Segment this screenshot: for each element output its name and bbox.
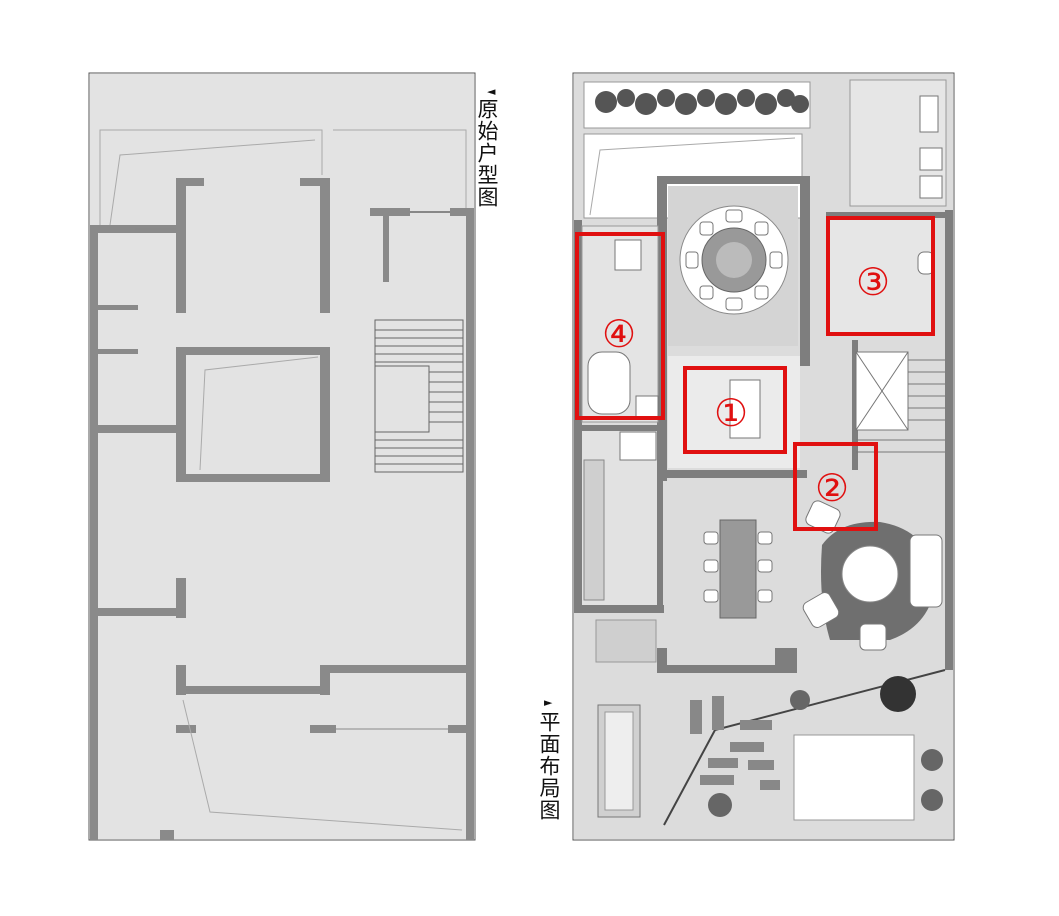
outer-wall-right [466, 208, 474, 670]
wall-mid-room-bottom [176, 474, 330, 482]
terrace-diagonal [589, 137, 796, 216]
wall-top-room-right [300, 178, 330, 186]
bedroom-four-tub [587, 351, 631, 415]
original-floor-plan [88, 72, 476, 841]
wall-lower-left [98, 608, 186, 616]
bedroom-four-shower [635, 395, 659, 419]
original-staircase [374, 319, 464, 473]
wall-column-4 [176, 578, 186, 618]
garden-shrub-3 [921, 789, 943, 811]
top-right-sink [919, 147, 943, 171]
wall-pipe [383, 216, 389, 282]
wall-stub-2 [450, 208, 468, 216]
garden-lounge [793, 734, 915, 821]
wall-mid-room-right [320, 347, 330, 482]
wall-mid-room-top [176, 347, 330, 355]
layout-wall-kitchen-top [582, 425, 662, 431]
wall-bottom-stub-1 [176, 725, 196, 733]
highlight-box-4 [575, 232, 665, 420]
layout-floor-plan [572, 72, 955, 841]
garden-shrub-1 [708, 793, 732, 817]
top-terrace-outline [99, 129, 323, 225]
kitchen-fridge [619, 431, 657, 461]
top-right-box [919, 175, 943, 199]
layout-wall-mid-bottom [657, 470, 807, 478]
tea-table [729, 379, 761, 439]
callout-number-3: ③ [856, 260, 891, 304]
callout-number-2: ② [815, 466, 850, 510]
layout-wall-bottom-col [657, 648, 667, 673]
layout-wall-bottom-col-2 [775, 648, 797, 673]
layout-wall-dining-top [657, 176, 807, 184]
layout-wall-stair-left [852, 340, 858, 470]
bottom-terrace-diagonal [182, 699, 463, 831]
layout-wall-dining-right [800, 176, 810, 356]
arrow-left-icon: ◄ [487, 85, 496, 98]
highlight-boxes [575, 216, 935, 531]
bottom-pool-inner [604, 711, 634, 811]
upper-right-outline [333, 129, 467, 210]
wall-bottom-col [320, 665, 330, 695]
layout-plan-label: 平面布局图 [537, 711, 561, 821]
garden-stepping-stones [690, 696, 780, 790]
round-dining-table [668, 186, 798, 346]
garden-shrub-2 [921, 749, 943, 771]
mid-room-diagonal [199, 356, 319, 471]
layout-wall-kitchen-bottom [574, 605, 664, 613]
bedroom-four-basin [614, 239, 642, 271]
bathroom-three-floor [830, 220, 932, 332]
wall-bottom-mini [160, 830, 174, 840]
wall-bottom-right-top [320, 665, 474, 673]
outer-wall-left [90, 225, 98, 840]
layout-staircase [855, 351, 945, 453]
wall-stub-1 [370, 208, 410, 216]
wall-column-1 [176, 178, 186, 313]
wall-left-room-3 [98, 425, 186, 433]
wall-bottom-stub-2 [310, 725, 336, 733]
layout-wall-bottom [657, 665, 797, 673]
layout-wall-right [945, 210, 953, 670]
wall-left-room-1 [98, 305, 138, 310]
bottom-paving [595, 619, 657, 663]
arrow-right-icon: ► [544, 696, 553, 709]
highlight-box-3 [826, 216, 935, 336]
wall-top-room [176, 178, 204, 186]
wall-column-3 [176, 347, 186, 482]
top-plants [595, 89, 809, 115]
outer-wall-bottom-right [466, 672, 474, 840]
layout-wall-bath-top [826, 212, 946, 218]
top-right-fixture [919, 95, 939, 133]
garden-tree [880, 676, 916, 712]
wall-bottom-stub-3 [448, 725, 468, 733]
long-dining-table [703, 519, 773, 619]
living-room-set [802, 500, 943, 651]
layout-wall-mid-right [800, 346, 810, 366]
wall-bottom-room [176, 665, 186, 695]
callout-number-1: ① [714, 391, 749, 435]
top-terrace-diagonal [109, 139, 316, 226]
highlight-box-2 [793, 442, 878, 531]
original-plan-label: 原始户型图 [475, 98, 499, 208]
wall-left-room-2 [98, 349, 138, 354]
kitchen-counter [583, 459, 605, 601]
callout-number-4: ④ [602, 312, 637, 356]
layout-wall-kitchen-right [657, 478, 663, 608]
garden-shrub-4 [790, 690, 810, 710]
highlight-box-1 [683, 366, 787, 454]
wall-column-2 [320, 178, 330, 313]
